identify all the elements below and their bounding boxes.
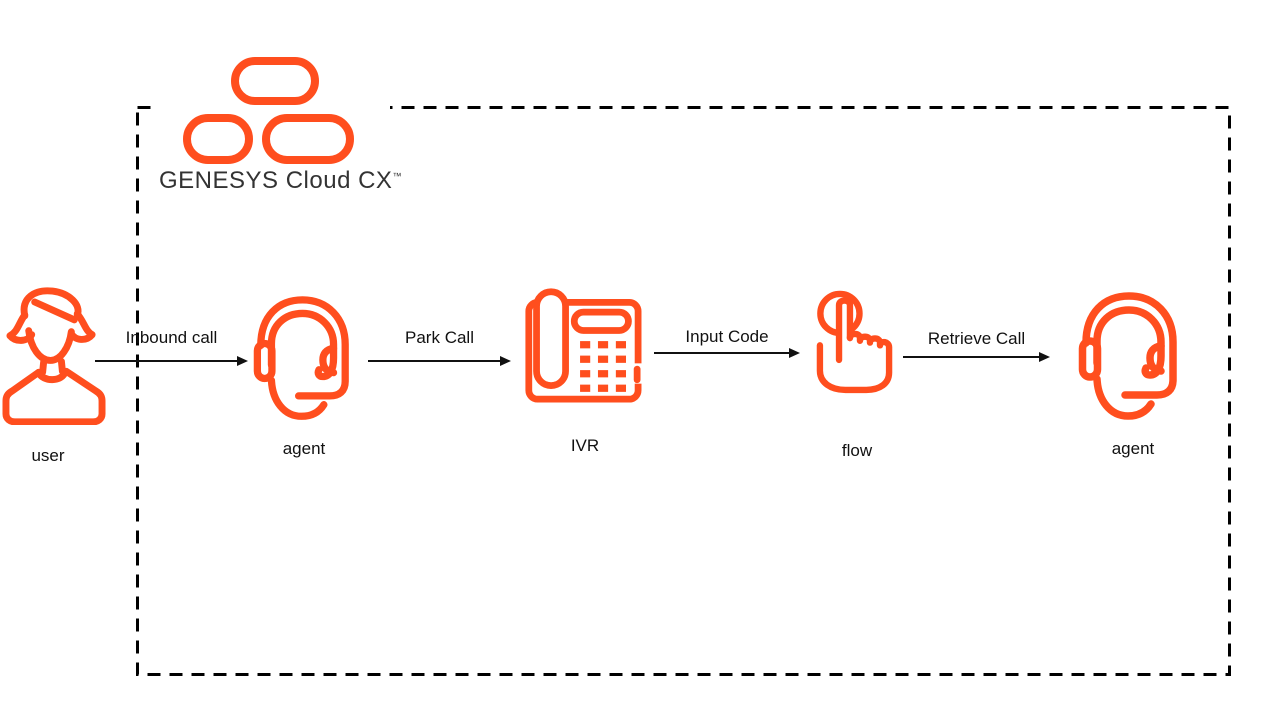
brand-name: GENESYS (159, 167, 279, 194)
node-agent-2 (1073, 291, 1185, 426)
arrow-line (95, 360, 237, 362)
node-user (2, 285, 106, 425)
arrow-label: Inbound call (125, 328, 218, 347)
headset-agent-icon (1078, 292, 1177, 420)
arrow-head (500, 356, 511, 366)
node-label-agent-2: agent (1111, 439, 1155, 458)
node-agent-1 (248, 295, 357, 426)
node-ivr (519, 285, 645, 403)
node-flow (809, 286, 900, 401)
trademark-symbol: ™ (392, 171, 402, 181)
logo-pill-icon (262, 114, 354, 164)
arrow-retrieve-call: Retrieve Call (903, 329, 1050, 369)
arrow-inbound-call: Inbound call (95, 328, 248, 368)
arrow-head (1039, 352, 1050, 362)
arrow-line (654, 352, 789, 354)
logo-pill-icon (183, 114, 253, 164)
woman-user-icon (2, 287, 106, 425)
node-label-user: user (31, 446, 65, 465)
logo-pill-icon (231, 57, 319, 105)
arrow-head (789, 348, 800, 358)
arrow-input-code: Input Code (654, 327, 800, 367)
arrow-line (368, 360, 500, 362)
arrow-label: Park Call (405, 328, 474, 347)
desk-phone-icon (525, 288, 643, 403)
arrow-head (237, 356, 248, 366)
brand-product: Cloud CX (285, 167, 393, 194)
arrow-label: Retrieve Call (927, 329, 1026, 348)
tap-gesture-icon (816, 290, 893, 394)
arrow-label: Input Code (685, 327, 769, 346)
logo-wordmark: GENESYS Cloud CX™ (159, 167, 402, 195)
node-label-ivr: IVR (570, 436, 600, 455)
arrow-park-call: Park Call (368, 328, 511, 368)
platform-boundary (136, 106, 1231, 676)
arrow-line (903, 356, 1039, 358)
genesys-logo: GENESYS Cloud CX™ (158, 48, 401, 200)
headset-agent-icon (253, 296, 349, 420)
node-label-agent-1: agent (282, 439, 326, 458)
node-label-flow: flow (841, 441, 873, 460)
keypad-icon (580, 341, 627, 392)
